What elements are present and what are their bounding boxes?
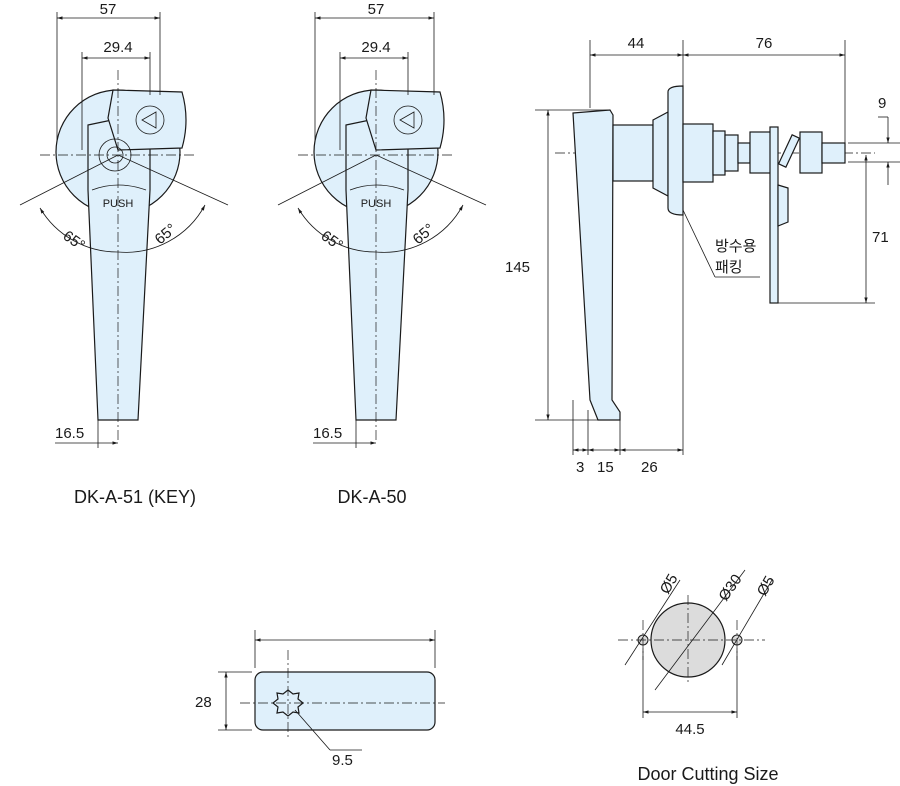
svg-text:9: 9 — [878, 95, 886, 112]
washer — [777, 134, 801, 168]
svg-text:65°: 65° — [318, 227, 346, 254]
model-label: DK-A-51 (KEY) — [74, 487, 196, 507]
nut — [799, 131, 823, 174]
cam-bar — [769, 126, 779, 304]
triangle-mark-icon — [399, 111, 415, 129]
svg-text:3: 3 — [576, 459, 584, 476]
svg-text:패킹: 패킹 — [715, 259, 743, 276]
svg-text:145: 145 — [505, 259, 530, 276]
svg-text:65°: 65° — [152, 220, 180, 248]
star-hole — [272, 689, 304, 717]
model-label: DK-A-50 — [337, 487, 406, 507]
front-view-nokey: PUSH 65° 65° 57 29.4 16.5 DK-A-50 — [277, 1, 487, 507]
threaded-body — [682, 123, 714, 183]
svg-text:Ø5: Ø5 — [657, 571, 682, 597]
door-cutting-title: Door Cutting Size — [637, 764, 778, 784]
front-view-key: PUSH 65° 65° 57 29.4 16.5 DK-A-51 (KEY) — [19, 1, 229, 507]
handle-front — [345, 111, 409, 421]
svg-text:16.5: 16.5 — [313, 425, 342, 442]
svg-text:9.5: 9.5 — [332, 752, 353, 769]
nut — [749, 131, 773, 174]
handle-shaft — [612, 124, 654, 182]
svg-text:15: 15 — [597, 459, 614, 476]
svg-text:Ø5: Ø5 — [754, 573, 779, 599]
door-cutting: Ø5 Ø30 Ø5 44.5 Door Cutting Size — [618, 569, 779, 784]
flange — [667, 85, 684, 216]
nut — [724, 134, 739, 172]
bolt-thread — [821, 142, 846, 164]
handle-side — [572, 109, 621, 421]
svg-text:76: 76 — [756, 35, 773, 52]
shaft-section: 28 9.5 — [195, 630, 445, 769]
svg-text:29.4: 29.4 — [103, 39, 132, 56]
packing-label: 방수용 — [715, 238, 756, 255]
svg-text:16.5: 16.5 — [55, 425, 84, 442]
lock-cover — [107, 89, 187, 151]
svg-text:57: 57 — [368, 1, 385, 18]
push-label: PUSH — [361, 198, 392, 210]
svg-text:Ø30: Ø30 — [715, 571, 745, 604]
svg-text:65°: 65° — [60, 227, 88, 254]
triangle-mark-icon — [141, 111, 157, 129]
svg-text:44.5: 44.5 — [675, 721, 704, 738]
lock-cover — [365, 89, 445, 151]
svg-text:71: 71 — [872, 229, 889, 246]
svg-text:26: 26 — [641, 459, 658, 476]
svg-text:29.4: 29.4 — [361, 39, 390, 56]
push-label: PUSH — [103, 198, 134, 210]
svg-text:65°: 65° — [410, 220, 438, 248]
handle-front — [87, 111, 151, 421]
svg-text:44: 44 — [628, 35, 645, 52]
svg-text:57: 57 — [100, 1, 117, 18]
side-view: 방수용 패킹 44 76 145 9 71 3 15 26 — [505, 35, 900, 476]
svg-text:28: 28 — [195, 694, 212, 711]
